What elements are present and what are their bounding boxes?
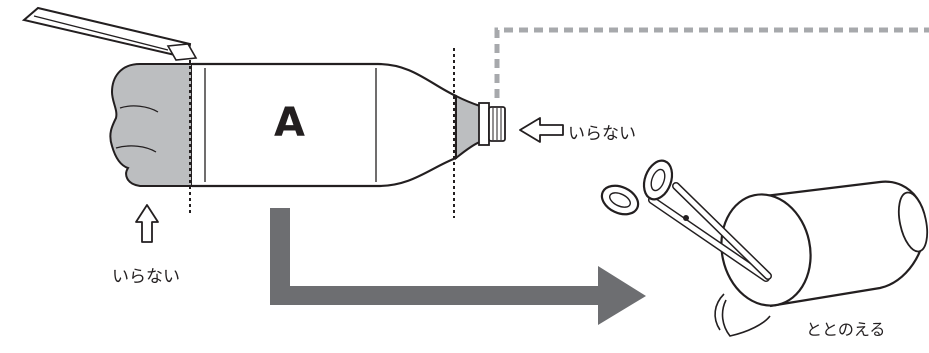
bottle-neck-discard [455,94,506,161]
hollow-arrow-left-icon [519,117,564,143]
bottom-side-note: いらない [112,267,180,287]
bottle-section-label: A [274,100,305,146]
cap-side-note: いらない [568,124,636,144]
bottle-body [192,62,458,188]
process-arrow [270,208,646,325]
cutter-knife-icon [21,6,198,61]
scissors-icon [600,159,772,282]
bottle-bottom-discard [109,63,193,187]
trimmed-bottle [714,180,929,337]
dashed-guide-line [494,27,929,98]
trim-note: ととのえる [806,320,886,339]
hollow-arrow-up-icon [135,204,159,243]
